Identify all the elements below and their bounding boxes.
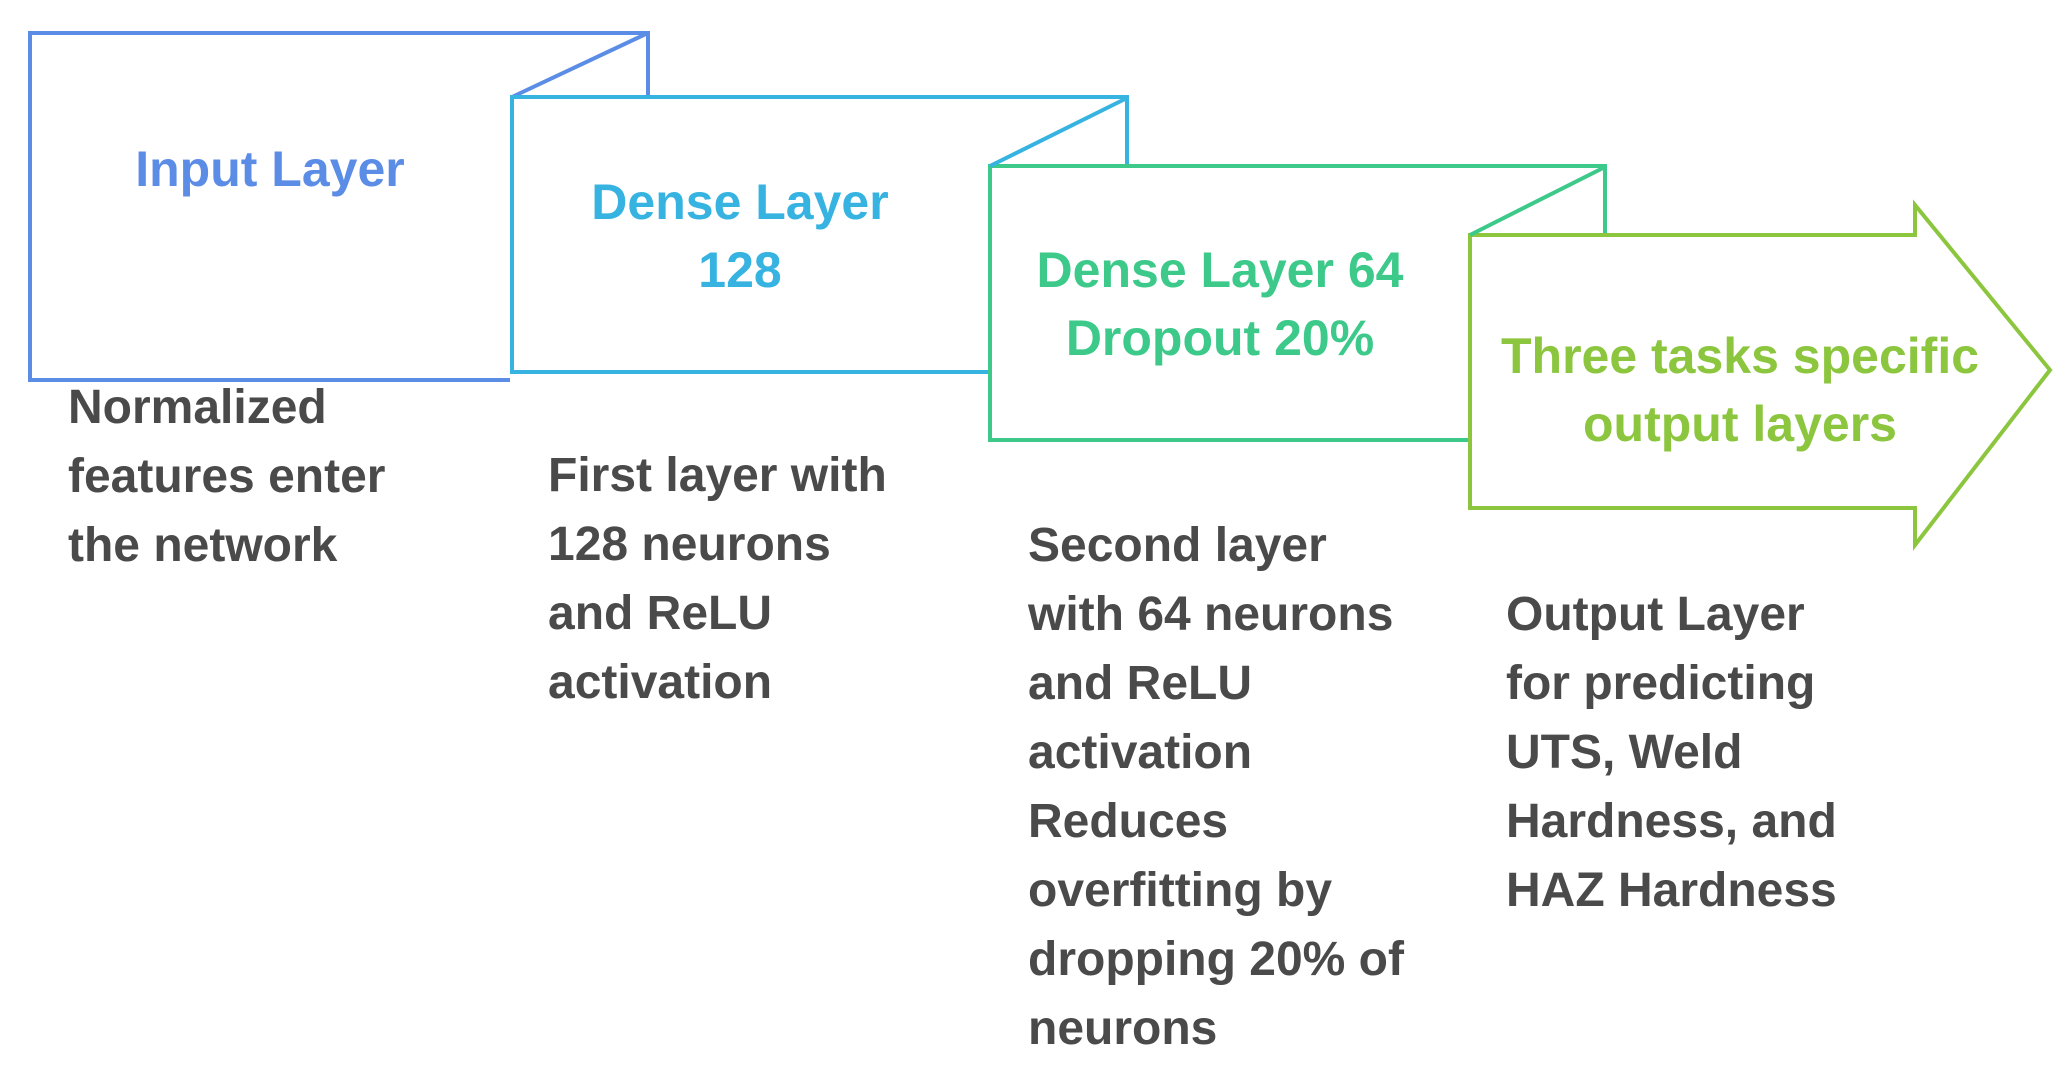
output-arrow-outline [1468, 199, 2053, 551]
dense-128-outline [510, 95, 1129, 374]
input-layer-outline [28, 31, 650, 382]
output-layers-description: Output Layer for predicting UTS, Weld Ha… [1506, 588, 1837, 917]
dense-128-title: Dense Layer 128 [591, 174, 889, 298]
output-layers-title: Three tasks specific output layers [1500, 328, 1980, 452]
output-arrow-shape [1468, 165, 2053, 551]
input-layer-fold [511, 31, 649, 99]
input-layer-shape [28, 31, 650, 382]
dense-64-fold-edge [989, 96, 1128, 168]
dense-64-fold-to-arrow [1469, 165, 1606, 237]
dense-64-title: Dense Layer 64 Dropout 20% [1036, 242, 1404, 366]
dense-64-description: Second layer with 64 neurons and ReLU ac… [1028, 519, 1404, 1055]
input-layer-title: Input Layer [135, 141, 405, 197]
dense-128-description: First layer with 128 neurons and ReLU ac… [548, 449, 887, 709]
input-layer-description: Normalized features enter the network [68, 381, 386, 572]
dense-128-shape [510, 95, 1129, 374]
dense-64-shape [988, 96, 1607, 442]
